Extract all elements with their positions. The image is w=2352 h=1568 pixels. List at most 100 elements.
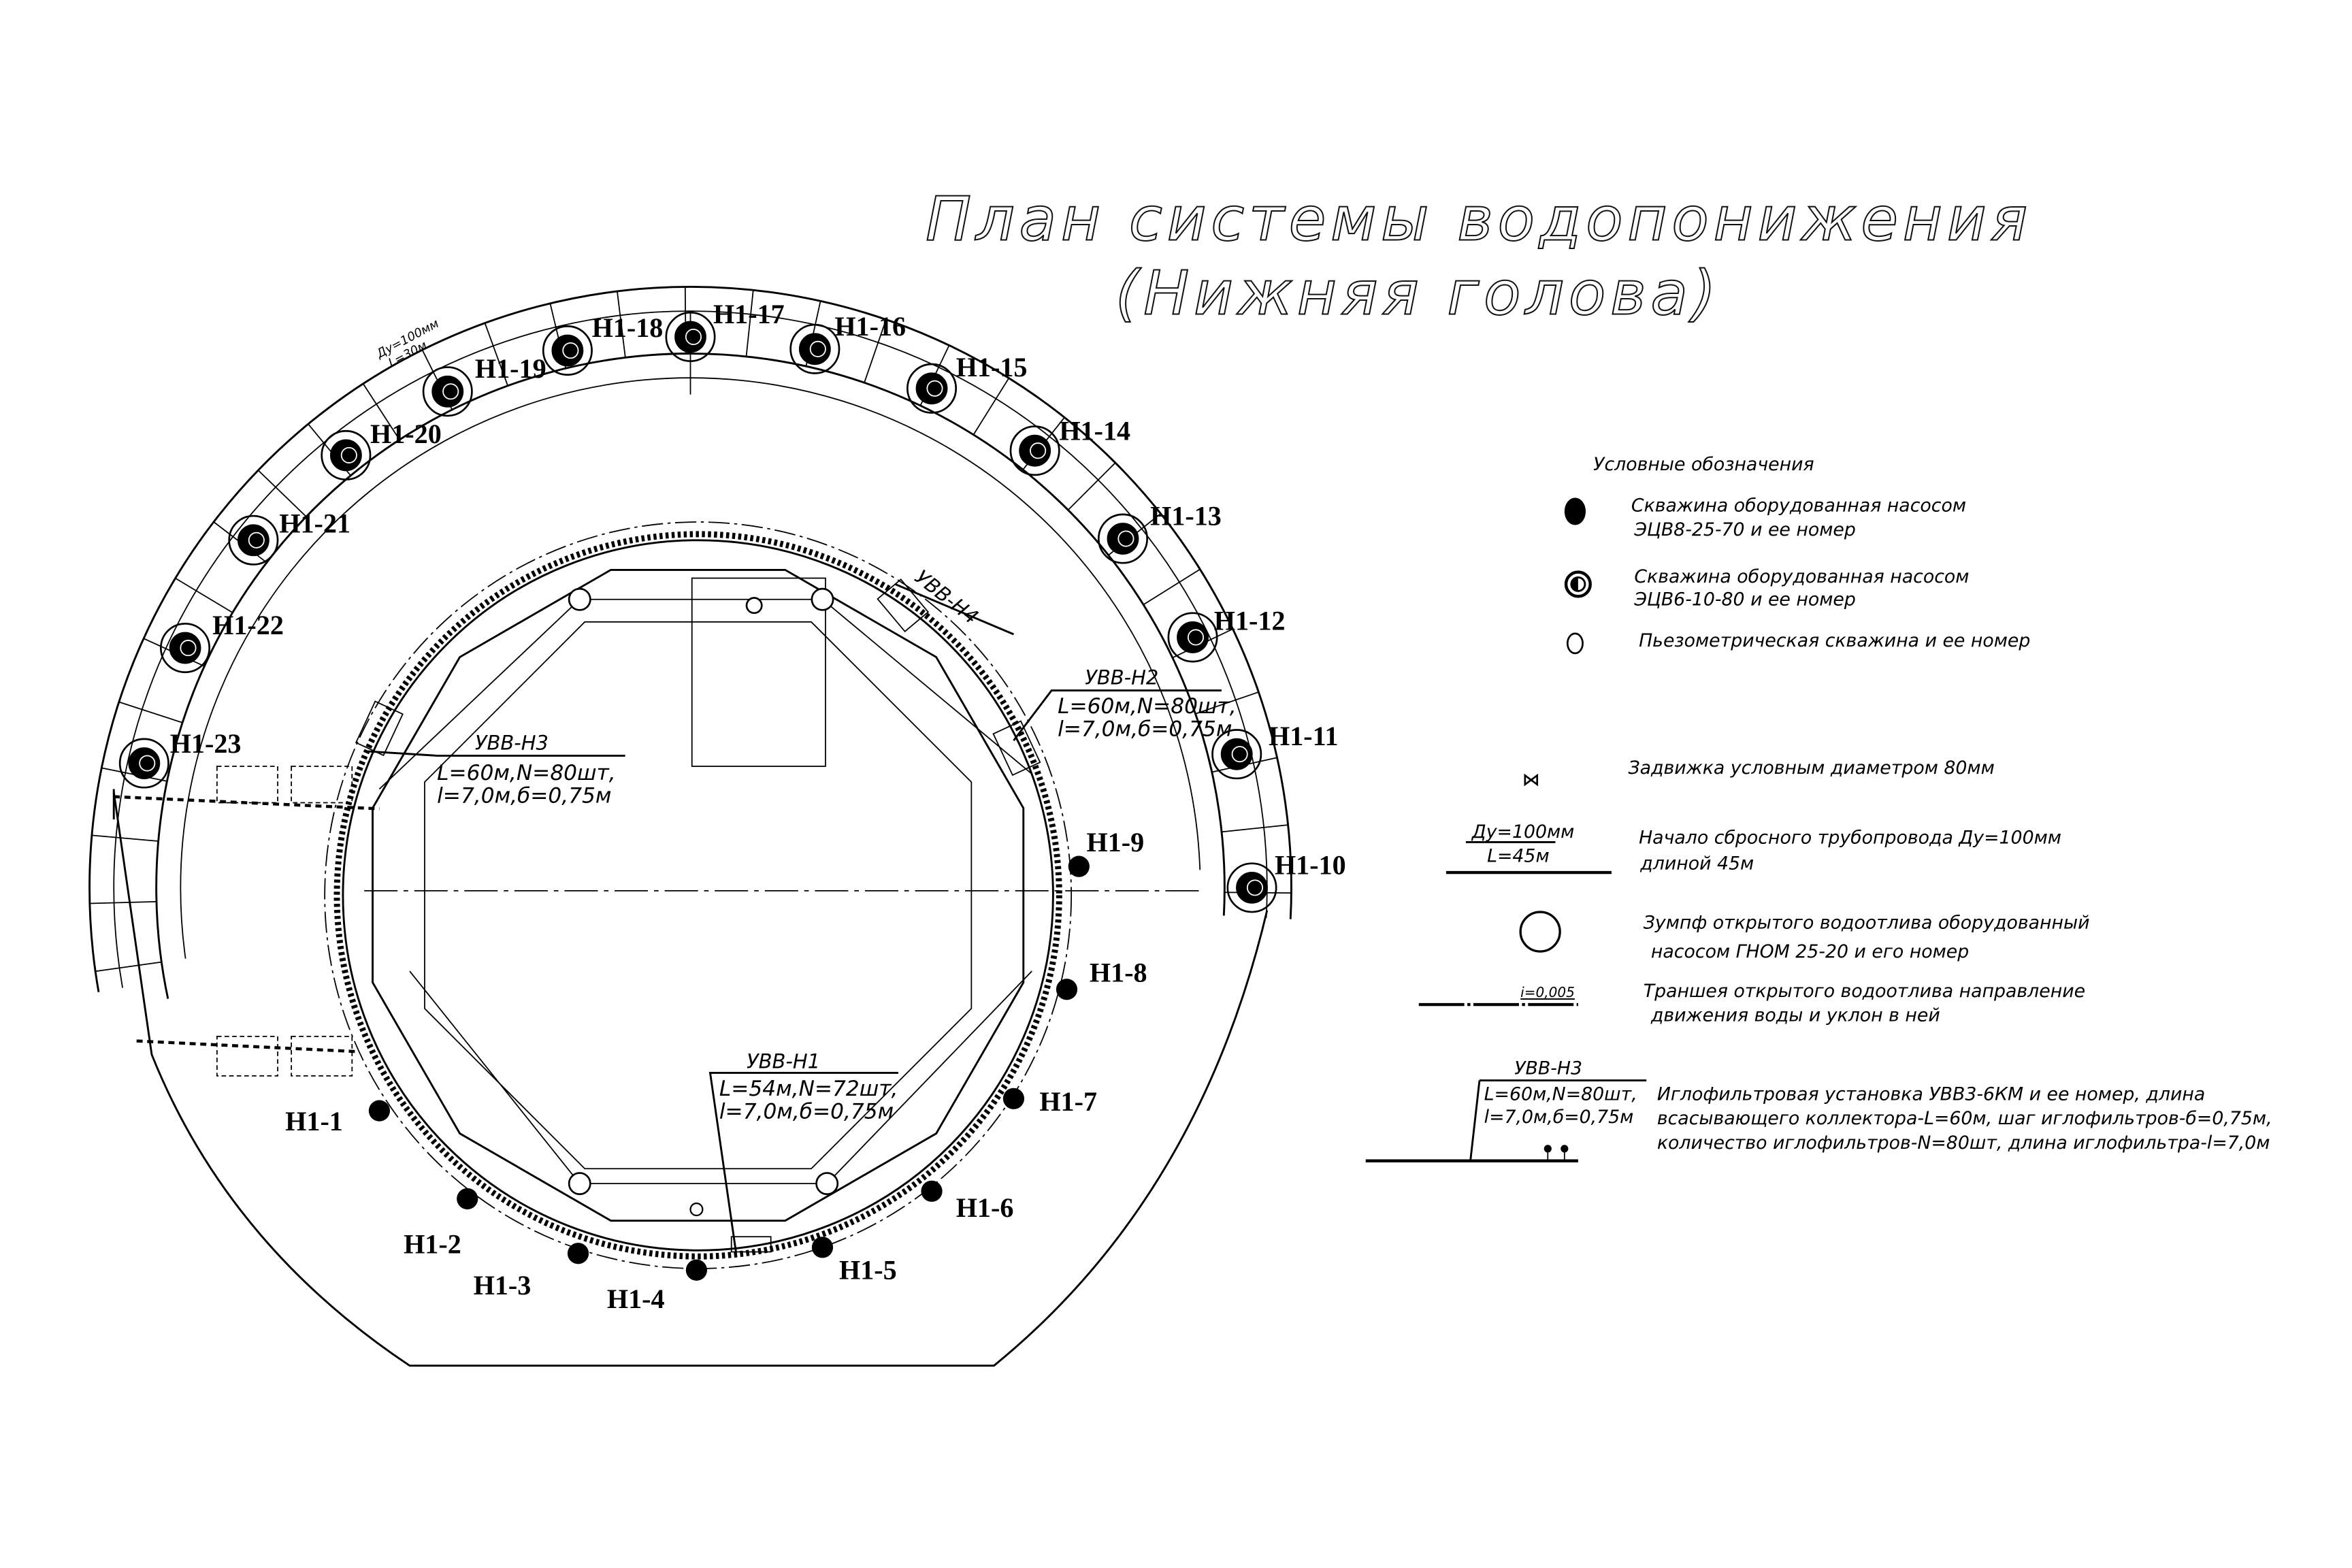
legend-uvv-params1: L=60м,N=80шт, <box>1484 1084 1637 1105</box>
legend-pipe-symbol-bottom: L=45м <box>1487 845 1550 866</box>
pump-well-ecv6-core <box>915 372 948 405</box>
pump-well-ecv8-icon <box>1068 855 1090 877</box>
pump-well-ecv6: Н1-10 <box>1226 849 1346 913</box>
piezometers <box>568 587 839 1217</box>
pump-well-ecv8: Н1-7 <box>1002 1086 1097 1117</box>
pump-well-ecv6-ring <box>139 755 156 772</box>
installation-uvv-h1: УВВ-Н1 L=54м,N=72шт, l=7,0м,б=0,75м <box>708 1050 898 1253</box>
pump-well-ecv6: Н1-13 <box>1097 500 1222 564</box>
uvv-h3-params2: l=7,0м,б=0,75м <box>437 784 611 808</box>
legend: Условные обозначения Скважина оборудован… <box>1365 454 2272 1162</box>
well-label: Н1-22 <box>212 610 284 640</box>
inner-band-arc <box>155 353 1226 999</box>
band-tick <box>89 901 157 904</box>
piezometer-icon <box>745 597 763 615</box>
hatched-block <box>216 766 278 804</box>
pump-well-ecv6-core <box>169 632 201 664</box>
pump-well-ecv8-icon <box>1564 497 1586 525</box>
legend-ecv8-line1: Скважина оборудованная насосом <box>1631 495 1966 516</box>
legend-ecv8-line2: ЭЦВ8-25-70 и ее номер <box>1633 519 1855 540</box>
pump-well-ecv6-icon <box>542 325 593 376</box>
discharge-pipe-annotation: Ду=100мм L=30м <box>374 316 441 370</box>
pump-well-ecv6-ring <box>562 342 579 359</box>
pump-well-ecv8-icon <box>1056 979 1078 1000</box>
wellpoint-ring <box>333 531 1062 1260</box>
hatched-block <box>216 1035 278 1077</box>
band-tick <box>95 961 162 973</box>
valve-icon <box>1524 773 1539 787</box>
band-tick <box>91 834 159 842</box>
well-label: Н1-4 <box>607 1284 665 1314</box>
well-label: Н1-5 <box>839 1255 897 1286</box>
piezometer-icon <box>815 1172 839 1196</box>
hatched-band <box>136 1039 357 1054</box>
pump-well-ecv6-core <box>431 375 464 408</box>
well-label: Н1-23 <box>170 728 242 759</box>
band-tick <box>1221 824 1288 833</box>
pump-well-ecv6-icon <box>160 623 211 674</box>
pump-well-ecv8: Н1-3 <box>474 1243 589 1301</box>
well-label: Н1-10 <box>1275 849 1346 880</box>
bottom-contour <box>424 621 973 1170</box>
pump-well-ecv6-ring <box>442 383 459 400</box>
pump-well-ecv6-core <box>551 334 584 367</box>
band-tick <box>362 383 400 440</box>
pump-well-ecv8-icon <box>1002 1088 1025 1109</box>
pump-well-ecv8: Н1-8 <box>1056 958 1147 1000</box>
legend-trench-line1: Траншея открытого водоотлива направление <box>1644 981 2085 1002</box>
uvv-legend-icon: УВВ-Н3 L=60м,N=80шт, l=7,0м,б=0,75м <box>1365 1058 1647 1162</box>
legend-valve: Задвижка условным диаметром 80мм <box>1628 757 1994 779</box>
excavation-contour <box>372 568 1025 1222</box>
pump-well-ecv6-ring <box>809 340 826 357</box>
pump-well-ecv6: Н1-15 <box>906 352 1027 414</box>
pump-well-ecv6-icon <box>228 514 279 566</box>
legend-ecv6-line1: Скважина оборудованная насосом <box>1634 566 1969 587</box>
pump-well-ecv6-icon <box>665 311 716 363</box>
installation-uvv-h2: УВВ-Н2 L=60м,N=80шт, l=7,0м,б=0,75м <box>992 666 1237 777</box>
legend-uvv-line1: Иглофильтровая установка УВВ3-6КМ и ее н… <box>1657 1084 2205 1105</box>
pump-well-ecv6-icon <box>789 323 840 374</box>
well-label: Н1-2 <box>404 1229 461 1260</box>
pump-well-ecv6-icon <box>1097 513 1148 564</box>
pump-well-ecv6-core <box>674 321 706 353</box>
pump-well-ecv6-icon <box>1211 729 1262 780</box>
pump-well-ecv8-icon <box>368 1100 391 1122</box>
inner-structure-rect <box>691 577 826 767</box>
drawing-title-line2: (Нижняя голова) <box>1115 259 1720 329</box>
pump-well-ecv8: Н1-5 <box>811 1237 897 1286</box>
uvv-h3-name: УВВ-Н3 <box>475 731 549 754</box>
pump-well-ecv6-core <box>128 747 161 779</box>
band-tick <box>175 577 233 613</box>
band-tick <box>745 290 754 357</box>
pump-well-ecv8-icon <box>685 1259 708 1281</box>
outer-band-arc <box>113 310 1268 988</box>
pump-well-ecv6-ring <box>1117 530 1134 547</box>
discharge-pipe-legend-icon: Ду=100мм L=45м <box>1446 821 1612 875</box>
well-label: Н1-13 <box>1150 500 1222 531</box>
uvv-h1-params1: L=54м,N=72шт, <box>719 1077 898 1101</box>
pump-well-ecv6-core <box>1107 523 1139 555</box>
legend-piezometer: Пьезометрическая скважина и ее номер <box>1639 630 2030 651</box>
pump-well-ecv8-icon <box>567 1243 589 1264</box>
pump-well-ecv6-icon <box>1009 425 1060 476</box>
legend-uvv-name: УВВ-Н3 <box>1514 1058 1582 1079</box>
legend-trench-line2: движения воды и уклон в ней <box>1650 1005 1940 1026</box>
well-label: Н1-20 <box>370 419 442 449</box>
well-label: Н1-11 <box>1269 721 1339 751</box>
pump-well-ecv6-ring <box>248 532 265 549</box>
uvv-h2-params1: L=60м,N=80шт, <box>1058 694 1237 719</box>
well-label: Н1-3 <box>474 1270 532 1301</box>
pump-well-ecv6: Н1-12 <box>1167 605 1286 663</box>
uvv-h2-name: УВВ-Н2 <box>1085 666 1158 689</box>
piezometer-links <box>378 598 1032 1185</box>
uvv-h3-params1: L=60м,N=80шт, <box>437 761 616 785</box>
well-label: Н1-17 <box>713 299 785 329</box>
pump-well-ecv6: Н1-11 <box>1211 721 1339 780</box>
band-tick <box>118 701 183 723</box>
pump-well-ecv6-core <box>798 333 831 365</box>
pump-well-ecv6: Н1-22 <box>160 610 284 674</box>
pump-well-ecv8: Н1-4 <box>607 1259 708 1314</box>
pump-well-ecv6-core <box>1019 434 1051 467</box>
band-tick <box>1143 568 1200 606</box>
installation-uvv-h3: УВВ-Н3 L=60м,N=80шт, l=7,0м,б=0,75м <box>355 700 625 808</box>
